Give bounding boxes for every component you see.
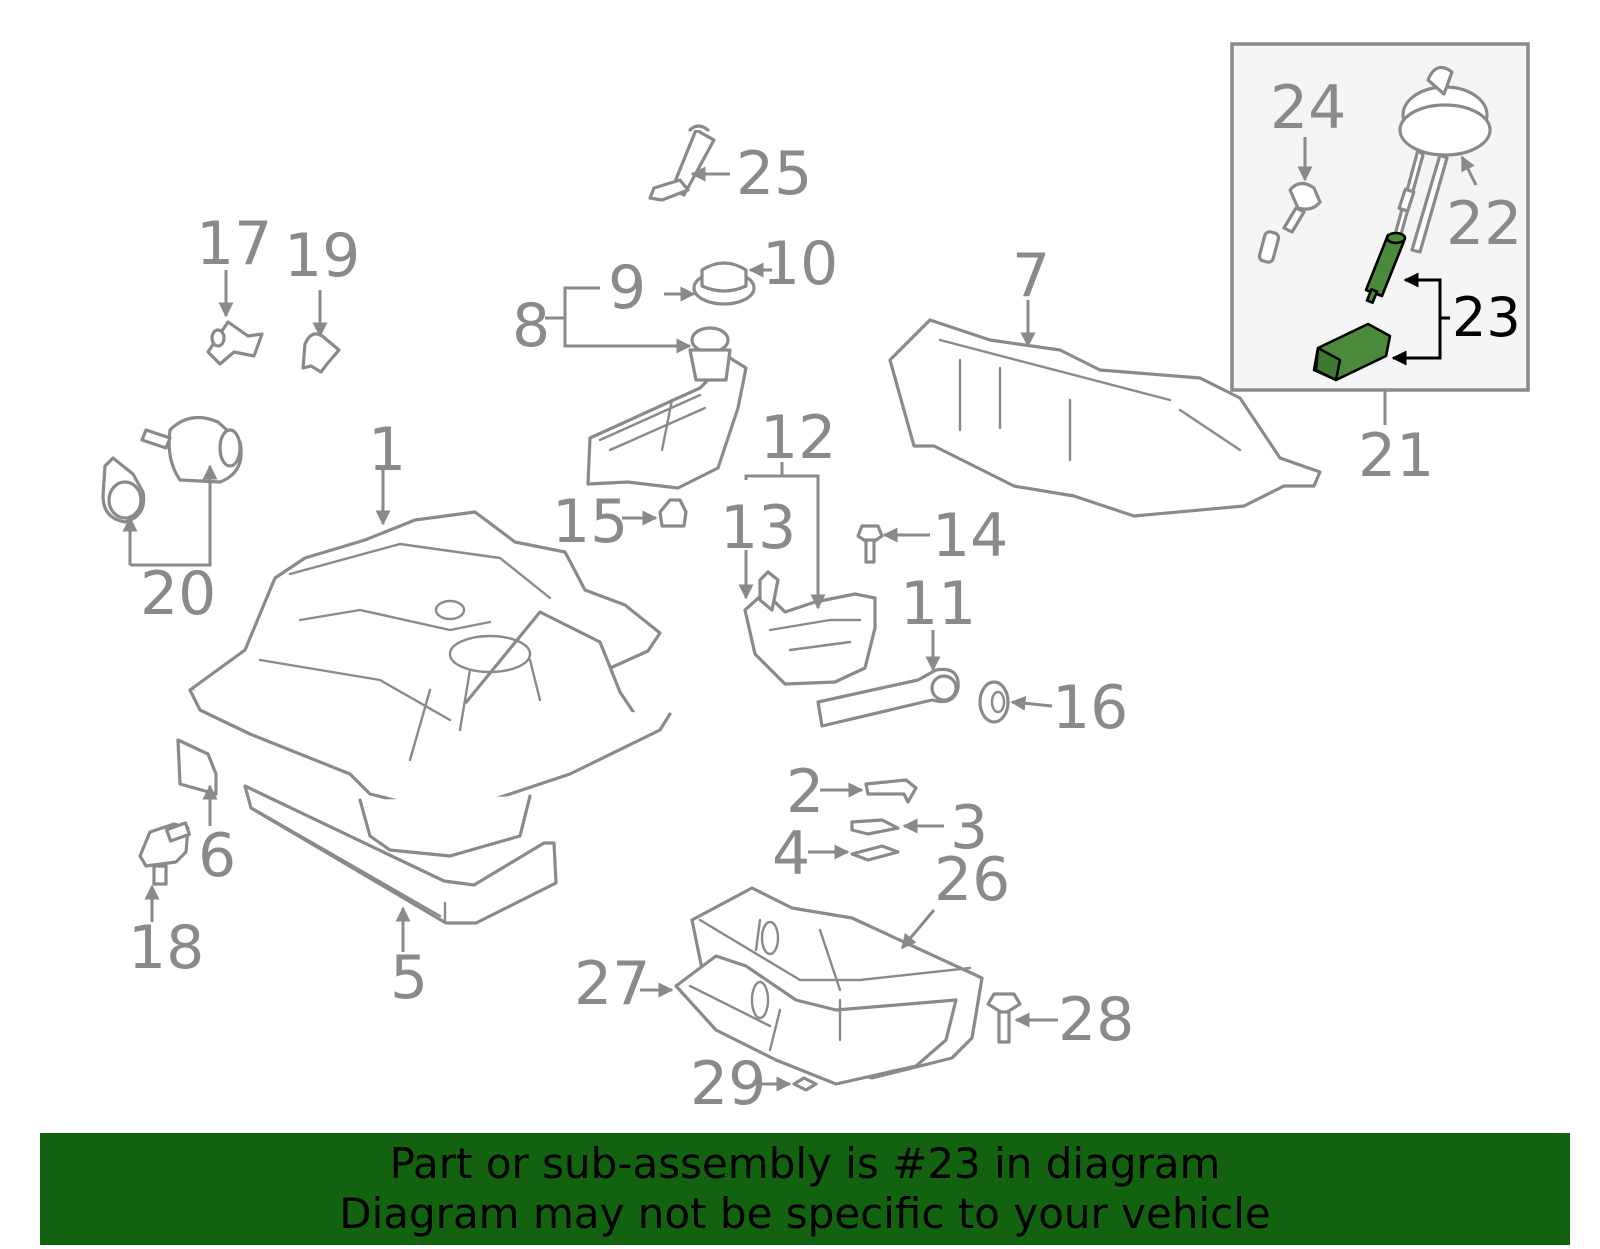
- bracket-part-12[interactable]: [743, 570, 877, 686]
- callout-17: 17: [196, 209, 272, 279]
- callout-29: 29: [690, 1049, 766, 1119]
- grommet-part-20[interactable]: [101, 415, 243, 524]
- fuel-pump-highlighted-part[interactable]: [1312, 231, 1407, 382]
- callout-8: 8: [512, 291, 550, 361]
- banner-line-part-number: Part or sub-assembly is #23 in diagram: [389, 1139, 1221, 1188]
- sender-arm-part-25[interactable]: [648, 124, 716, 202]
- grommet-part-16[interactable]: [978, 680, 1010, 724]
- callout-26: 26: [934, 845, 1010, 915]
- bolt-part-28[interactable]: [986, 992, 1022, 1044]
- callout-24: 24: [1270, 73, 1346, 143]
- pad-part-6[interactable]: [176, 738, 218, 796]
- clip-part-29[interactable]: [792, 1076, 818, 1092]
- clip-part-3[interactable]: [850, 818, 900, 836]
- protector-part-27[interactable]: [674, 954, 958, 1086]
- strap-part-5[interactable]: [243, 784, 558, 925]
- callout-3: 3: [950, 793, 988, 863]
- clip-part-19[interactable]: [301, 332, 341, 374]
- heat-shield-part-7[interactable]: [888, 318, 1322, 518]
- callout-1: 1: [368, 415, 406, 485]
- callout-5: 5: [390, 943, 428, 1013]
- callout-2: 2: [786, 757, 824, 827]
- clip-part-2[interactable]: [864, 778, 918, 804]
- callout-23-highlighted: 23: [1452, 286, 1521, 349]
- callout-11: 11: [900, 569, 976, 639]
- callout-16: 16: [1052, 673, 1128, 743]
- callout-13: 13: [720, 493, 796, 563]
- callout-9: 9: [608, 253, 646, 323]
- callout-18: 18: [128, 913, 204, 983]
- callout-10: 10: [762, 229, 838, 299]
- callout-21: 21: [1358, 421, 1434, 491]
- parts-diagram: 1 2 3 4 5 6 7 8 9 10 11 12 13 14 15 16 1…: [101, 42, 1530, 1119]
- fuel-pump-module-part[interactable]: [1393, 65, 1492, 254]
- callout-28: 28: [1058, 985, 1134, 1055]
- callout-7: 7: [1012, 241, 1050, 311]
- callout-20: 20: [140, 559, 216, 629]
- callout-15: 15: [552, 487, 628, 557]
- callout-12: 12: [760, 403, 836, 473]
- callout-4: 4: [772, 819, 810, 889]
- nut-part-15[interactable]: [658, 498, 688, 528]
- callout-19: 19: [284, 221, 360, 291]
- callout-22: 22: [1446, 189, 1522, 259]
- valve-part-18[interactable]: [138, 821, 192, 886]
- info-banner: Part or sub-assembly is #23 in diagram D…: [40, 1133, 1570, 1245]
- hose-part-11[interactable]: [816, 667, 960, 728]
- callout-27: 27: [574, 949, 650, 1019]
- callout-25: 25: [736, 139, 812, 209]
- banner-line-disclaimer: Diagram may not be specific to your vehi…: [339, 1189, 1271, 1238]
- valve-part-24[interactable]: [1257, 181, 1322, 264]
- callout-6: 6: [198, 821, 236, 891]
- bolt-part-14[interactable]: [856, 524, 884, 564]
- fuel-tank-part-1[interactable]: [188, 510, 672, 858]
- filler-neck-part-8[interactable]: [586, 326, 748, 490]
- valve-part-17[interactable]: [206, 320, 264, 366]
- callout-14: 14: [932, 501, 1008, 571]
- filler-cap-part-10[interactable]: [692, 261, 756, 306]
- clip-part-4[interactable]: [850, 844, 900, 862]
